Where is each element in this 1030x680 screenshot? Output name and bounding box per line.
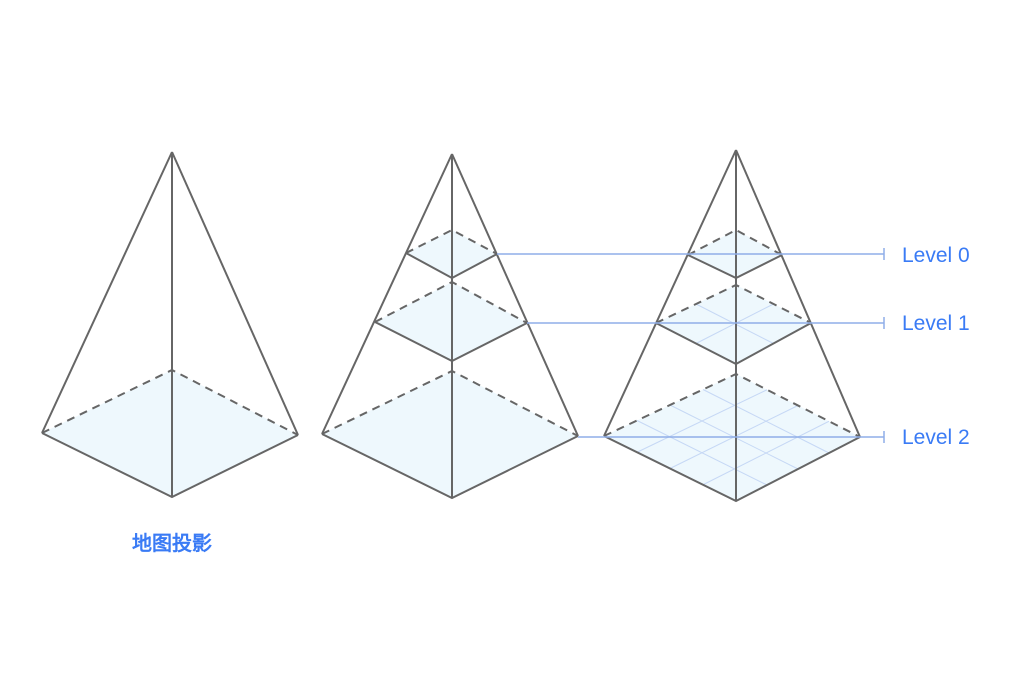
right-edge: [171, 151, 299, 436]
map-projection-pyramid: [41, 151, 299, 499]
tiled-pyramid: [603, 149, 861, 503]
level-0-label: Level 0: [902, 244, 970, 267]
level-1-label: Level 1: [902, 312, 970, 335]
level-0-tile-back-edge: [687, 228, 783, 256]
level-2-label: Level 2: [902, 426, 970, 449]
level-2-tile-fill: [322, 371, 578, 498]
map-projection-caption: 地图投影: [132, 531, 212, 555]
right-edge: [735, 149, 861, 438]
level-2-tile-grid-line: [702, 389, 830, 454]
left-edge: [321, 153, 453, 435]
left-edge: [41, 151, 173, 434]
right-edge: [451, 153, 579, 437]
layered-pyramid: [321, 153, 579, 500]
level-0-tile-fill: [42, 370, 298, 497]
left-edge: [603, 149, 737, 437]
level-0-tile-back-edge: [405, 228, 498, 255]
level-2-tile-grid-line: [702, 420, 830, 486]
